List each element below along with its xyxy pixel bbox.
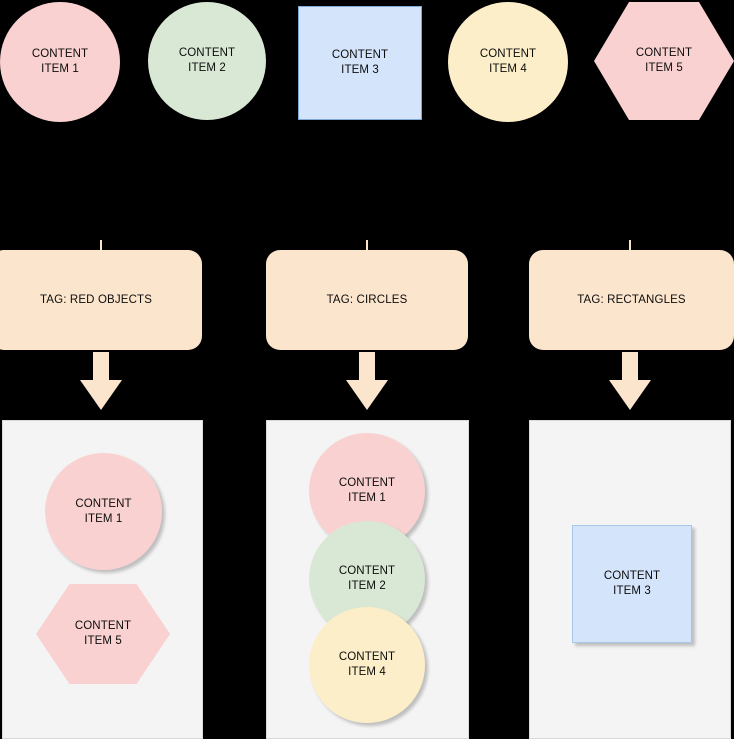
group-red-objects-container: CONTENT ITEM 1 CONTENT ITEM 5: [2, 420, 203, 739]
content-item-2-label: CONTENT ITEM 2: [178, 47, 236, 74]
arrow-rectangles: [609, 352, 651, 410]
tag-rectangles-box[interactable]: TAG: RECTANGLES: [529, 250, 734, 350]
content-item-2-circle[interactable]: CONTENT ITEM 2: [148, 2, 266, 120]
group-circles-item-1-label: CONTENT ITEM 1: [338, 477, 396, 504]
group-circles-item-4[interactable]: CONTENT ITEM 4: [309, 607, 425, 723]
content-item-1-circle[interactable]: CONTENT ITEM 1: [0, 2, 120, 122]
tag-red-objects-label: TAG: RED OBJECTS: [39, 294, 153, 306]
group-circles-container: CONTENT ITEM 1 CONTENT ITEM 2 CONTENT IT…: [266, 420, 469, 739]
content-item-4-circle[interactable]: CONTENT ITEM 4: [448, 2, 568, 122]
arrow-shaft: [359, 352, 375, 382]
group-red-objects-item-1[interactable]: CONTENT ITEM 1: [45, 453, 162, 570]
connector-stub-rectangles: [629, 240, 631, 250]
group-circles-item-2-label: CONTENT ITEM 2: [338, 565, 396, 592]
group-rectangles-container: CONTENT ITEM 3: [529, 420, 731, 739]
group-rectangles-item-3[interactable]: CONTENT ITEM 3: [572, 525, 692, 643]
arrow-circles: [346, 352, 388, 410]
tag-circles-box[interactable]: TAG: CIRCLES: [266, 250, 468, 350]
group-red-objects-item-1-label: CONTENT ITEM 1: [75, 497, 132, 525]
content-item-3-rectangle[interactable]: CONTENT ITEM 3: [298, 6, 422, 120]
connector-stub-circles: [366, 240, 368, 250]
group-rectangles-item-3-label: CONTENT ITEM 3: [603, 570, 661, 597]
arrow-head: [346, 380, 388, 410]
group-circles-item-4-label: CONTENT ITEM 4: [338, 651, 396, 678]
arrow-red-objects: [80, 352, 122, 410]
content-item-5-hexagon[interactable]: CONTENT ITEM 5: [594, 2, 734, 120]
arrow-head: [80, 380, 122, 410]
connector-stub-red-objects: [100, 240, 102, 250]
arrow-shaft: [93, 352, 109, 382]
tag-rectangles-label: TAG: RECTANGLES: [577, 294, 686, 306]
group-red-objects-item-5[interactable]: CONTENT ITEM 5: [36, 584, 170, 684]
content-item-4-label: CONTENT ITEM 4: [479, 48, 537, 75]
content-item-5-label: CONTENT ITEM 5: [635, 47, 693, 74]
arrow-shaft: [622, 352, 638, 382]
tag-circles-label: TAG: CIRCLES: [326, 294, 408, 306]
group-red-objects-item-5-label: CONTENT ITEM 5: [74, 620, 132, 647]
content-item-1-label: CONTENT ITEM 1: [31, 48, 89, 75]
content-item-3-label: CONTENT ITEM 3: [331, 49, 389, 76]
tag-red-objects-box[interactable]: TAG: RED OBJECTS: [0, 250, 202, 350]
arrow-head: [609, 380, 651, 410]
